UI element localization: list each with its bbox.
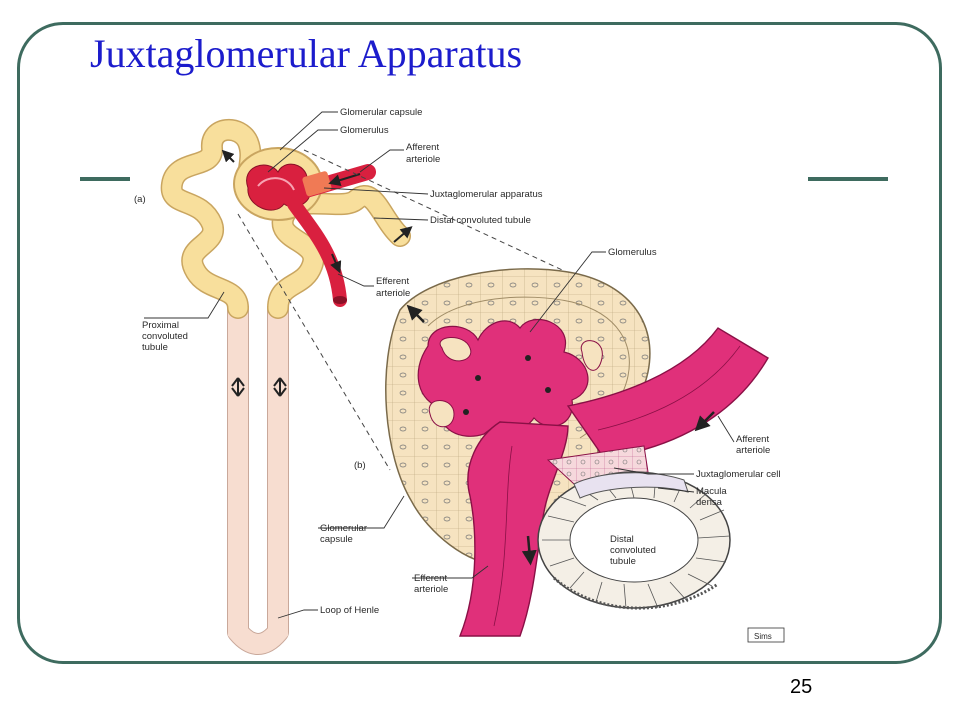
artist-signature: Sims	[754, 632, 772, 641]
capillary-loop-1	[439, 336, 472, 362]
leader-lines	[144, 111, 735, 619]
label-capsule-b-1: Glomerular	[320, 523, 367, 534]
page-number: 25	[790, 676, 813, 698]
glomerulus-b	[417, 318, 603, 437]
label-efferent-a-2: arteriole	[376, 288, 410, 299]
label-capsule-b-2: capsule	[320, 534, 353, 545]
title-rule-left	[80, 177, 130, 181]
label-macula-1: Macula	[696, 486, 727, 497]
label-afferent-b-1: Afferent	[736, 434, 769, 445]
label-pct-3: tubule	[142, 342, 168, 353]
label-dct-b-3: tubule	[610, 556, 636, 567]
distal-convoluted-tubule-b	[537, 471, 731, 610]
nephron-overview: (a)	[134, 118, 413, 655]
zoom-line-bottom	[237, 213, 391, 471]
zoom-line-top	[303, 149, 589, 283]
label-pct-2: convoluted	[142, 331, 188, 342]
capillary-loop-2	[580, 340, 603, 371]
label-jga-a: Juxtaglomerular apparatus	[430, 189, 543, 200]
label-afferent-a-1: Afferent	[406, 142, 439, 153]
title-rule-right	[808, 177, 888, 181]
label-glomerular-capsule-a: Glomerular capsule	[340, 107, 422, 118]
label-efferent-a-1: Efferent	[376, 276, 409, 287]
label-pct-1: Proximal	[142, 320, 179, 331]
label-glomerulus-b: Glomerulus	[608, 247, 657, 258]
label-macula-2: densa	[696, 497, 723, 508]
jga-magnified: (b) Sims	[354, 268, 785, 643]
panel-b-marker: (b)	[354, 460, 366, 471]
label-jg-cell: Juxtaglomerular cell	[696, 469, 780, 480]
efferent-arteriole-a	[287, 197, 347, 307]
panel-a-marker: (a)	[134, 194, 146, 205]
label-glomerulus-a: Glomerulus	[340, 125, 389, 136]
label-efferent-b-2: arteriole	[414, 584, 448, 595]
labels-panel-a: Glomerular capsule Glomerulus Afferent a…	[142, 107, 543, 616]
efferent-arteriole-b	[458, 421, 569, 637]
label-afferent-a-2: arteriole	[406, 154, 440, 165]
jga-region-a	[302, 171, 332, 197]
label-dct-b-2: convoluted	[610, 545, 656, 556]
label-loop-of-henle: Loop of Henle	[320, 605, 379, 616]
label-dct-b-1: Distal	[610, 534, 634, 545]
capillary-loop-3	[428, 400, 455, 428]
afferent-arteriole-b	[566, 327, 769, 459]
nephron-diagram: (a)	[134, 107, 785, 655]
slide-title: Juxtaglomerular Apparatus	[90, 31, 523, 76]
label-dct-a: Distal convoluted tubule	[430, 215, 531, 226]
macula-densa	[573, 472, 689, 499]
label-efferent-b-1: Efferent	[414, 573, 447, 584]
labels-panel-b: Glomerulus Afferent arteriole Juxtaglome…	[320, 247, 780, 595]
label-afferent-b-2: arteriole	[736, 445, 770, 456]
